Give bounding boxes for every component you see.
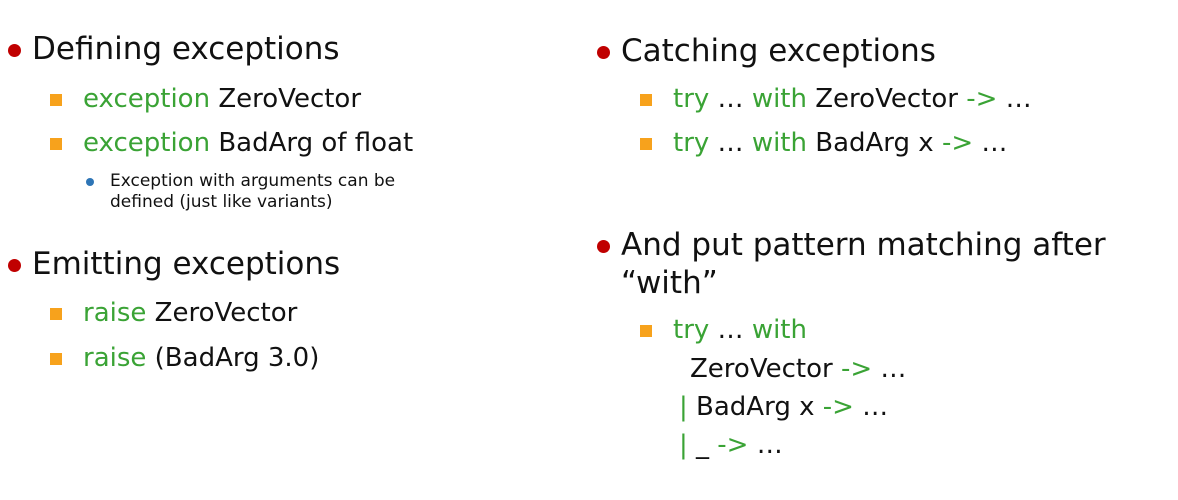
emitting-item-zerovector: raise ZeroVector	[50, 296, 297, 330]
defining-note: Exception with arguments can be defined …	[86, 171, 546, 213]
catching-exceptions-heading: Catching exceptions	[597, 32, 936, 70]
defining-item-zerovector: exception ZeroVector	[50, 82, 361, 116]
red-bullet-icon	[8, 259, 21, 272]
orange-bullet-icon	[640, 325, 652, 337]
orange-bullet-icon	[50, 138, 62, 150]
red-bullet-icon	[597, 240, 610, 253]
orange-bullet-icon	[50, 353, 62, 365]
pattern-case-zerovector: ZeroVector -> …	[690, 354, 907, 384]
emitting-item-badarg: raise (BadArg 3.0)	[50, 341, 319, 375]
blue-bullet-icon	[86, 178, 94, 186]
pattern-case-wildcard: | _ -> …	[679, 430, 783, 460]
emitting-exceptions-heading: Emitting exceptions	[8, 245, 340, 283]
pattern-case-badarg: | BadArg x -> …	[679, 392, 889, 422]
pattern-item-try-with: try … with	[640, 313, 807, 347]
pattern-matching-heading: And put pattern matching after “with”	[597, 226, 1106, 302]
red-bullet-icon	[597, 46, 610, 59]
note-line-1: Exception with arguments can be	[110, 171, 396, 191]
defining-item-badarg: exception BadArg of float	[50, 126, 413, 160]
orange-bullet-icon	[640, 138, 652, 150]
red-bullet-icon	[8, 44, 21, 57]
catching-item-badarg: try … with BadArg x -> …	[640, 126, 1007, 160]
catching-item-zerovector: try … with ZeroVector -> …	[640, 82, 1032, 116]
orange-bullet-icon	[640, 94, 652, 106]
orange-bullet-icon	[50, 308, 62, 320]
note-line-2: defined (just like variants)	[110, 192, 333, 212]
defining-exceptions-heading: Defining exceptions	[8, 30, 340, 68]
orange-bullet-icon	[50, 94, 62, 106]
